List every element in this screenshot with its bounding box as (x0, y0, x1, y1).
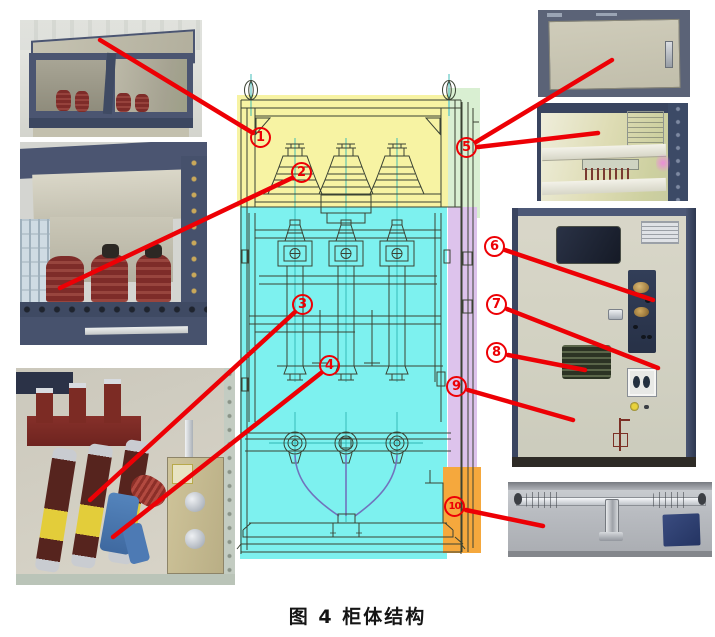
callout-1: 1 (250, 127, 271, 148)
left-frame-edge (512, 208, 519, 467)
vertical-handle (604, 498, 620, 537)
callout-7: 7 (486, 294, 507, 315)
photo-rear-cover-plate (538, 10, 690, 97)
cabinet-structure-drawing (236, 74, 481, 559)
callout-6-number: 6 (489, 239, 500, 254)
small-dot (644, 404, 650, 410)
din-rail (541, 178, 666, 196)
callout-5-number: 5 (461, 140, 472, 155)
callout-9: 9 (446, 376, 467, 397)
bottom-strip (16, 574, 235, 585)
insulator (134, 93, 150, 113)
control-panel (627, 270, 656, 354)
callout-10: 10 (444, 496, 465, 517)
vent-slot (85, 325, 189, 335)
callout-3-number: 3 (297, 297, 308, 312)
right-frame-edge (685, 208, 696, 467)
cover-door (548, 18, 681, 90)
latch-block (652, 491, 688, 509)
photo-bottom-panel-handle (508, 482, 712, 557)
insulator (56, 90, 71, 112)
insulator-large (46, 255, 84, 303)
callout-4-number: 4 (324, 358, 335, 373)
indicator-dot (645, 298, 652, 304)
insulator (116, 92, 131, 113)
selector-knob (633, 281, 650, 294)
right-frame-column (668, 103, 688, 201)
interior-ceiling (32, 169, 188, 224)
bottom-strip (512, 456, 696, 467)
ventilation-louver (561, 345, 612, 379)
compartment-interior-left (36, 59, 106, 112)
right-frame-strip (224, 368, 235, 585)
cabinet-base-panel (32, 127, 190, 137)
indicator-lens (632, 376, 640, 389)
handle-base (598, 531, 624, 542)
indicator-lens (643, 376, 651, 389)
photo-fuse-switch-assembly (16, 368, 235, 585)
callout-5: 5 (456, 137, 477, 158)
photo-insulator-compartment (20, 142, 207, 345)
callout-7-number: 7 (491, 297, 502, 312)
photo-top-compartment (20, 20, 202, 137)
frame-mark (547, 13, 563, 17)
indicator-dot (647, 334, 653, 339)
operating-rod (184, 420, 194, 460)
nameplate (640, 220, 680, 244)
cable-connector (337, 513, 356, 524)
insulator-large (91, 253, 129, 303)
top-frame-strip (537, 103, 688, 113)
frame-mark (595, 12, 618, 17)
indicator-dot (641, 334, 647, 339)
selector-knob (633, 306, 650, 318)
callout-3: 3 (292, 294, 313, 315)
insulator-cap-hardware (102, 243, 120, 258)
bar-end-knob (514, 493, 523, 505)
callout-1-number: 1 (255, 130, 266, 145)
shaft-hub (184, 529, 206, 549)
callout-2: 2 (291, 162, 312, 183)
photo-front-door (512, 208, 696, 467)
indicator-dot (632, 324, 638, 329)
callout-2-number: 2 (296, 165, 307, 180)
blue-label-plate (662, 512, 701, 546)
mechanism-box (167, 456, 224, 574)
mimic-diagram-line (618, 417, 621, 452)
callout-8: 8 (486, 342, 507, 363)
latch-block (526, 491, 562, 509)
latch (665, 41, 674, 68)
busbar-post (35, 387, 54, 423)
insulator-cap-hardware (145, 243, 163, 258)
label-sticker (172, 463, 194, 485)
lens-flare (656, 152, 670, 174)
bottom-strip (508, 551, 712, 557)
insulator-large (135, 253, 172, 303)
indicator-sub-panel (627, 368, 656, 396)
relay-device (627, 110, 664, 147)
callout-10-number: 10 (448, 501, 462, 512)
bar-end-knob (697, 493, 706, 505)
door-handle (607, 309, 623, 321)
figure-caption: 图 4 柜体结构 (288, 606, 427, 628)
dark-corner (16, 372, 73, 395)
callout-9-number: 9 (451, 379, 462, 394)
left-frame-edge (537, 103, 541, 201)
insulator (74, 91, 90, 113)
observation-window (556, 226, 621, 265)
busbar-post (68, 383, 87, 423)
mimic-diagram-box (613, 433, 629, 447)
callout-8-number: 8 (491, 345, 502, 360)
photo-wiring-compartment (537, 103, 688, 201)
bolted-sill (20, 302, 207, 317)
shaft-hub (184, 492, 206, 513)
busbar-post (103, 378, 122, 423)
callout-4: 4 (319, 355, 340, 376)
callout-6: 6 (484, 236, 505, 257)
top-frame-strip (512, 208, 696, 216)
top-shadow (508, 482, 712, 490)
push-button-yellow (629, 402, 639, 412)
cabinet-base-strip (29, 118, 193, 128)
wire-bundle (585, 167, 631, 181)
mimic-diagram-tick (618, 419, 630, 422)
